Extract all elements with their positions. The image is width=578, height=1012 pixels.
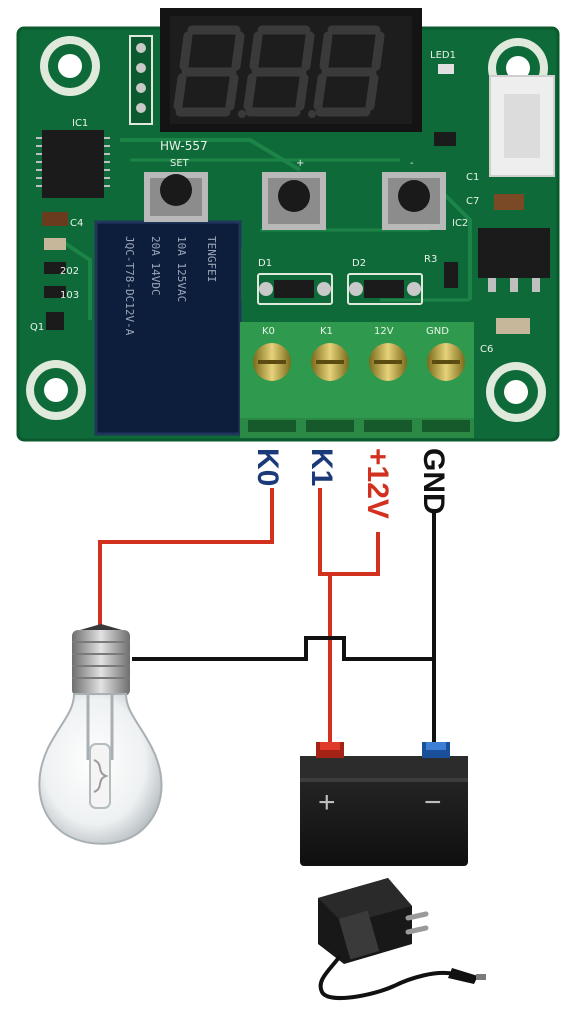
relay-text-1: JQC-T78-DC12V-A (123, 236, 136, 336)
set-button[interactable] (144, 172, 208, 222)
set-button-label: SET (170, 158, 190, 169)
mounting-hole-bottom-right (486, 362, 546, 422)
resistor-a-label: 202 (60, 266, 79, 277)
c6-label: C6 (480, 344, 493, 355)
terminal-screw-gnd[interactable] (427, 343, 465, 381)
wire-k1-to-12v (318, 488, 380, 576)
c1-label: C1 (466, 172, 479, 183)
battery-positive-terminal (316, 742, 344, 758)
diode-d1 (257, 273, 333, 305)
relay-text-2: 20A 14VDC (149, 236, 162, 296)
ic2-label: IC2 (452, 218, 468, 229)
c4-label: C4 (70, 218, 83, 229)
battery-minus-sign: − (424, 786, 442, 819)
wire-k0-to-bulb (98, 488, 274, 630)
relay: JQC-T78-DC12V-A 20A 14VDC 10A 125VAC TEN… (94, 220, 242, 436)
smd-components-left (42, 212, 68, 330)
relay-text-4: TENGFEI (205, 236, 218, 282)
d1-label: D1 (258, 258, 272, 269)
terminal-label-gnd: GND (426, 326, 449, 337)
plus-button[interactable] (262, 172, 326, 230)
mounting-hole-top-left (40, 36, 100, 96)
capacitors-right (434, 132, 530, 334)
ic1-label: IC1 (72, 118, 88, 129)
light-bulb (38, 624, 163, 845)
wire-label-k1: K1 (305, 448, 338, 486)
relay-text-3: 10A 125VAC (175, 236, 188, 302)
mounting-hole-bottom-left (26, 360, 86, 420)
led1-label: LED1 (430, 50, 456, 61)
power-adapter (318, 878, 486, 1000)
resistor-b-label: 103 (60, 290, 79, 301)
pin-header (129, 35, 153, 125)
battery-plus-sign: + (318, 786, 336, 819)
terminal-block (240, 322, 474, 438)
plus-button-label: + (296, 158, 304, 169)
r3-label: R3 (424, 254, 437, 265)
terminal-label-12v: 12V (374, 326, 394, 337)
ic1-chip (36, 130, 110, 198)
terminal-screw-k1[interactable] (311, 343, 349, 381)
minus-button[interactable] (382, 172, 446, 230)
q1-label: Q1 (30, 322, 44, 333)
sensor-connector[interactable] (489, 75, 555, 177)
thermostat-board: HW-557 IC1 202 103 Q1 C4 JQC-T78-DC12V-A (16, 8, 560, 442)
wire-label-12v: +12V (361, 448, 394, 519)
wire-bulb-to-gnd (132, 636, 434, 661)
c7-label: C7 (466, 196, 479, 207)
battery: + − (300, 742, 468, 866)
terminal-label-k0: K0 (262, 326, 275, 337)
diode-d2 (347, 273, 423, 305)
ic2-chip (478, 228, 550, 292)
wire-label-gnd: GND (417, 448, 450, 515)
led1 (438, 64, 454, 74)
d2-label: D2 (352, 258, 366, 269)
wire-label-k0: K0 (251, 448, 284, 486)
terminal-screw-12v[interactable] (369, 343, 407, 381)
board-model-label: HW-557 (160, 139, 208, 153)
seven-segment-display (160, 8, 422, 132)
minus-button-label: - (410, 158, 414, 169)
battery-negative-terminal (422, 742, 450, 758)
terminal-label-k1: K1 (320, 326, 333, 337)
terminal-screw-k0[interactable] (253, 343, 291, 381)
